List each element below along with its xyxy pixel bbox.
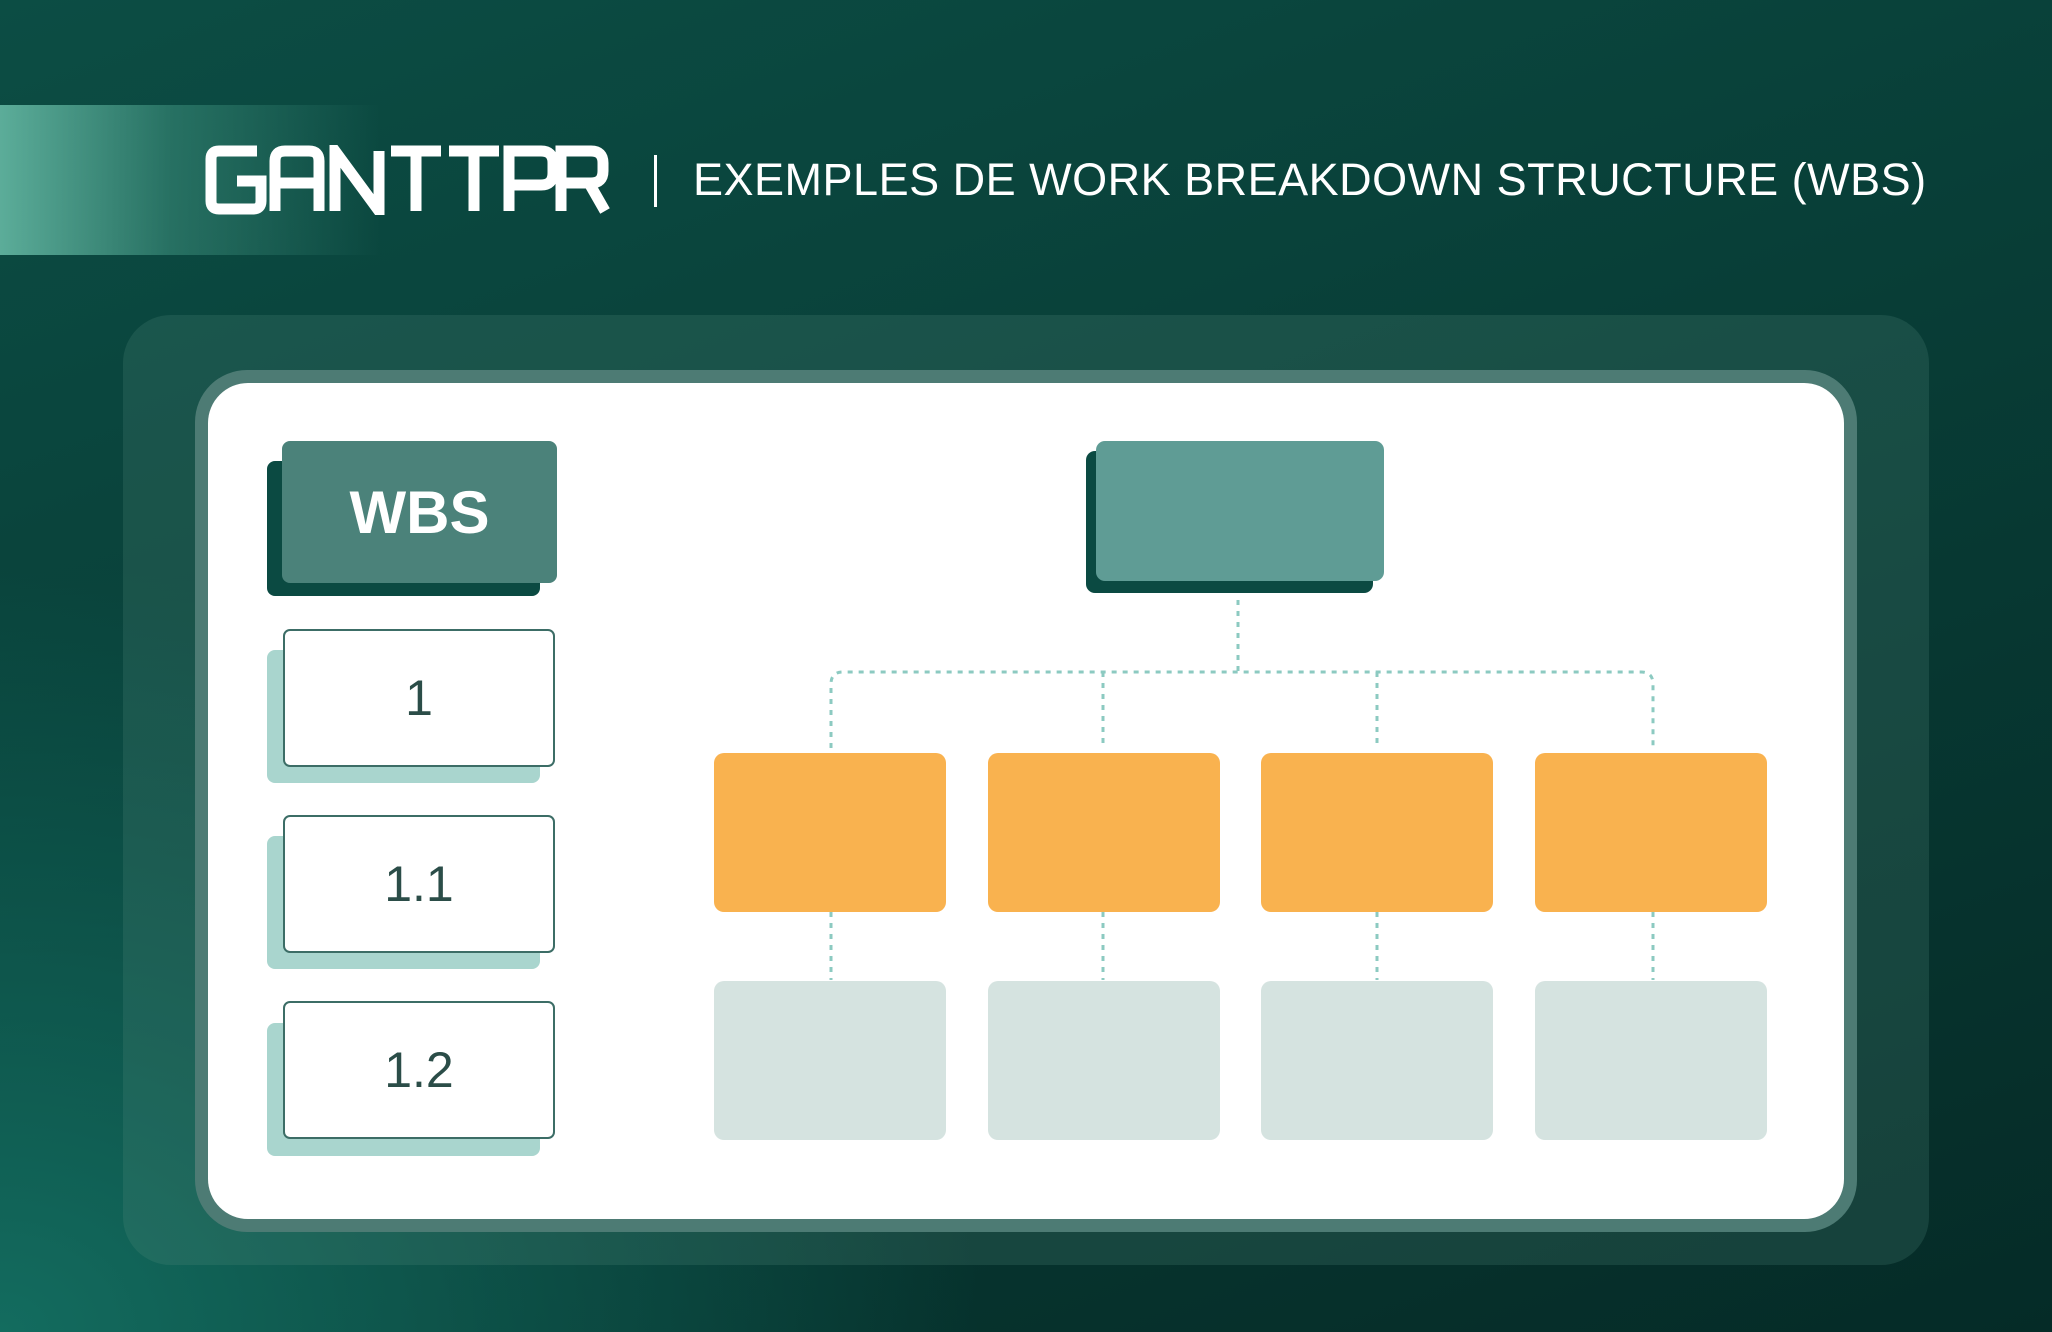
level2-node [714,981,946,1140]
root-node [1096,441,1384,581]
ganttpro-logo [205,145,610,215]
level1-node [714,753,946,912]
level1-node [1535,753,1767,912]
level1-bus-connector [829,670,1655,748]
wbs-code-1: 1 [283,629,555,767]
header-divider [654,155,657,207]
level2-node [988,981,1220,1140]
wbs-heading: WBS [282,441,557,583]
wbs-code-1-2: 1.2 [283,1001,555,1139]
level1-node [1261,753,1493,912]
level2-node [1535,981,1767,1140]
level2-node [1261,981,1493,1140]
tree-connectors [829,600,1655,980]
level1-node [988,753,1220,912]
page-title: EXEMPLES DE WORK BREAKDOWN STRUCTURE (WB… [693,154,1927,205]
wbs-code-1-1: 1.1 [283,815,555,953]
